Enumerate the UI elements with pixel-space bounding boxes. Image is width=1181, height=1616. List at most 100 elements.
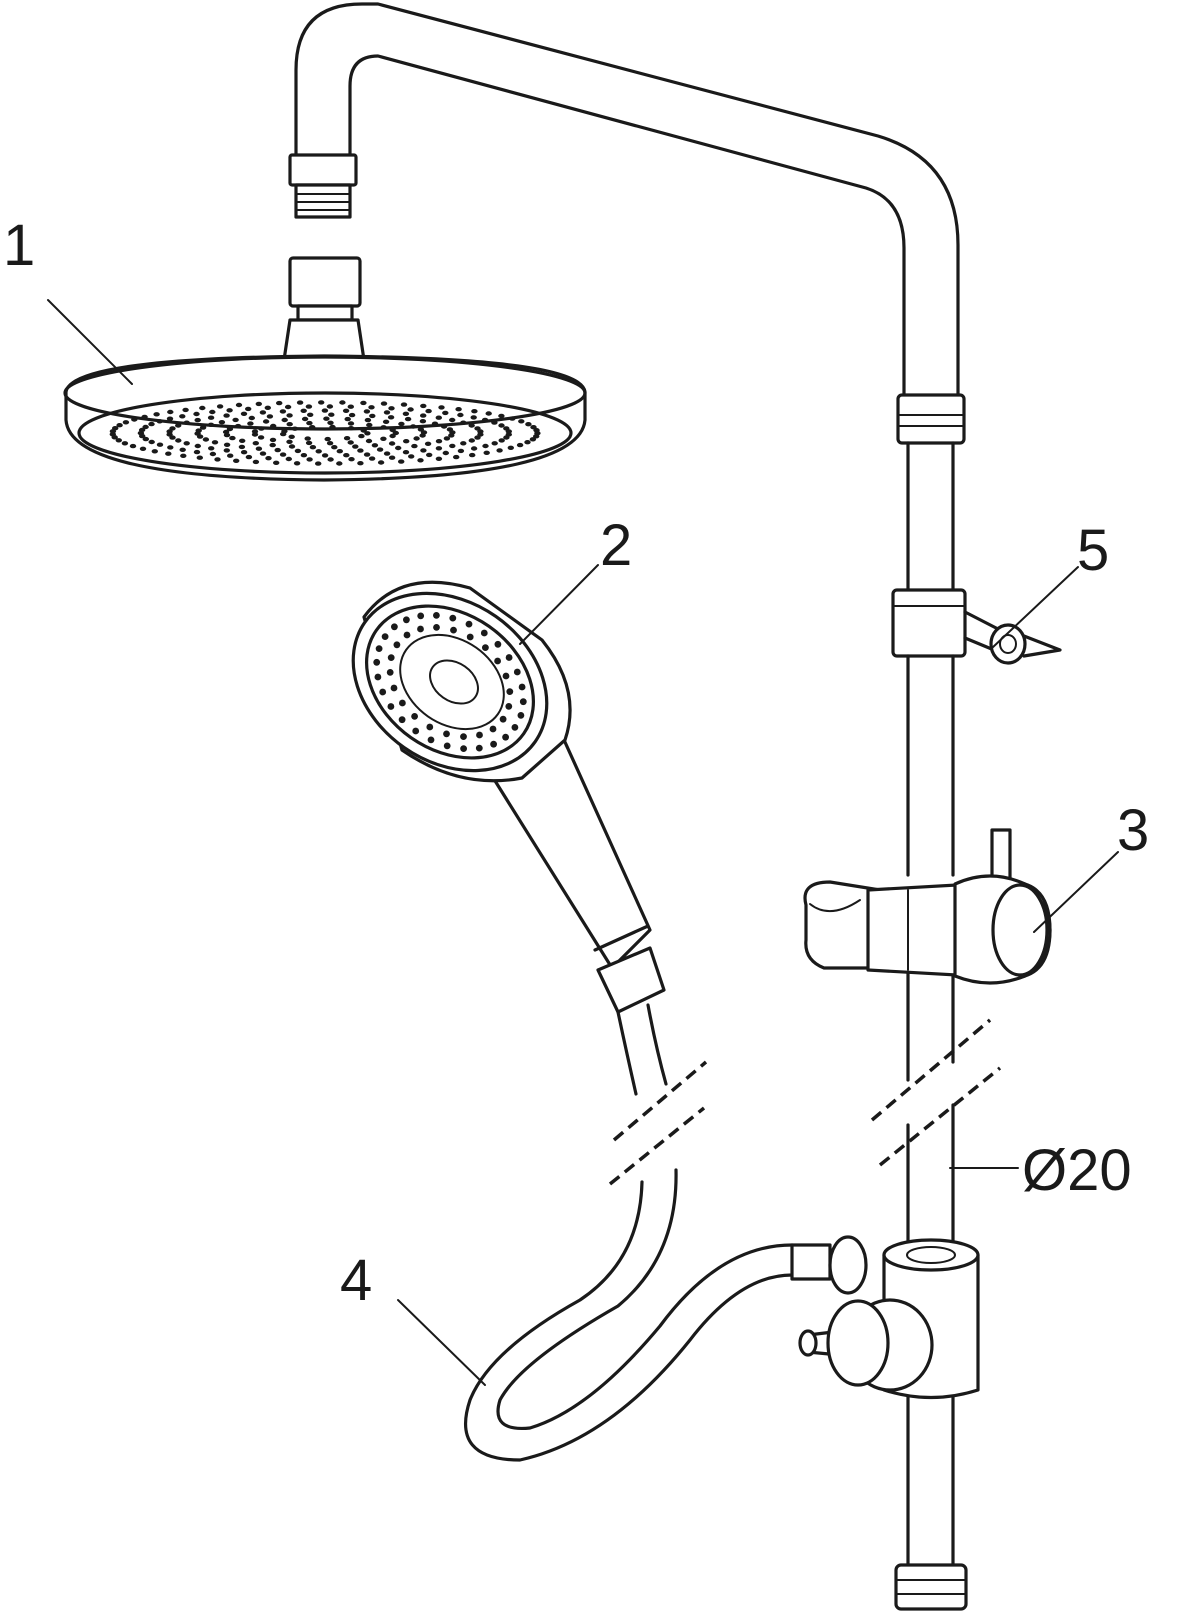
nozzle-dot — [516, 442, 524, 448]
nozzle-dot — [169, 426, 176, 431]
nozzle-dot — [209, 451, 217, 457]
nozzle-dot — [142, 424, 149, 430]
nozzle-dot — [257, 435, 265, 440]
nozzle-dot — [431, 421, 439, 426]
nozzle-dot — [285, 456, 292, 462]
nozzle-dot — [442, 450, 449, 456]
nozzle-dot — [511, 724, 519, 731]
nozzle-dot — [480, 629, 488, 637]
nozzle-dot — [199, 425, 207, 430]
nozzle-dot — [525, 422, 532, 427]
nozzle-dot — [435, 439, 443, 444]
nozzle-dot — [383, 451, 391, 456]
nozzle-dot — [358, 433, 365, 439]
nozzle-dot — [412, 727, 420, 735]
nozzle-dot — [505, 429, 512, 434]
nozzle-dot — [529, 437, 537, 442]
nozzle-dot — [234, 423, 242, 429]
nozzle-dot — [417, 458, 424, 463]
nozzle-dot — [348, 457, 355, 462]
nozzle-dot — [450, 626, 457, 634]
nozzle-dot — [273, 460, 280, 465]
nozzle-dot — [226, 426, 234, 432]
shower-hose — [464, 1003, 794, 1462]
nozzle-dot — [122, 420, 130, 425]
nozzle-dot — [344, 416, 351, 422]
nozzle-dot — [443, 742, 451, 750]
nozzle-dot — [293, 461, 301, 466]
nozzle-dot — [524, 440, 531, 445]
nozzle-dot — [379, 688, 387, 696]
nozzle-dot — [300, 408, 307, 413]
nozzle-dot — [433, 612, 440, 619]
nozzle-dot — [449, 417, 456, 423]
nozzle-dot — [410, 424, 417, 429]
nozzle-dot — [460, 441, 467, 446]
hand-spray-nozzles — [373, 612, 527, 752]
callout-4: 4 — [340, 1248, 372, 1313]
nozzle-dot — [116, 423, 123, 428]
nozzle-dot — [519, 698, 527, 706]
nozzle-dot — [387, 654, 395, 661]
nozzle-dot — [240, 411, 248, 416]
nozzle-dot — [156, 419, 163, 424]
diverter-valve — [790, 1235, 980, 1400]
hand-shower-holder — [803, 828, 1052, 985]
nozzle-dot — [411, 443, 418, 449]
nozzle-dot — [262, 419, 270, 424]
nozzle-dot — [265, 456, 272, 461]
nozzle-dot — [402, 450, 410, 455]
nozzle-dot — [389, 433, 396, 439]
nozzle-dot — [369, 413, 376, 419]
nozzle-dot — [240, 450, 248, 455]
nozzle-dot — [226, 408, 233, 413]
nozzle-dot — [252, 459, 260, 465]
nozzle-dot — [460, 420, 467, 425]
nozzle-dot — [331, 445, 338, 450]
nozzle-dot — [343, 436, 351, 441]
nozzle-dot — [142, 436, 149, 442]
nozzle-dot — [435, 456, 443, 461]
shower-arm — [288, 2, 960, 397]
nozzle-dot — [300, 453, 308, 458]
nozzle-dot — [175, 438, 182, 443]
nozzle-dot — [274, 447, 281, 453]
nozzle-dot — [223, 448, 230, 453]
nozzle-dot — [352, 444, 359, 449]
nozzle-dot — [233, 458, 240, 463]
nozzle-dot — [218, 420, 226, 425]
nozzle-dot — [465, 620, 473, 628]
nozzle-dot — [269, 437, 277, 443]
nozzle-dot — [481, 417, 489, 423]
nozzle-dot — [468, 438, 475, 443]
nozzle-dot — [365, 438, 373, 444]
nozzle-dot — [208, 446, 215, 451]
nozzle-dot — [471, 409, 478, 414]
nozzle-dot — [474, 435, 481, 440]
nozzle-dot — [468, 423, 475, 428]
nozzle-dot — [363, 452, 371, 457]
nozzle-dot — [449, 443, 456, 449]
nozzle-dot — [211, 440, 219, 445]
shower-rail — [891, 393, 968, 1611]
nozzle-dot — [509, 416, 516, 421]
nozzle-dot — [193, 449, 201, 455]
nozzle-dot — [165, 451, 172, 456]
nozzle-dot — [499, 715, 507, 723]
nozzle-dot — [457, 448, 465, 454]
nozzle-dot — [364, 431, 371, 436]
nozzle-dot — [309, 445, 317, 450]
nozzle-dot — [286, 413, 293, 418]
nozzle-dot — [383, 410, 391, 415]
nozzle-dot — [305, 440, 313, 446]
nozzle-dot — [386, 669, 394, 676]
rail-break-marks — [870, 1018, 1002, 1167]
nozzle-dot — [301, 416, 309, 422]
nozzle-dot — [209, 409, 216, 415]
nozzle-dot — [426, 723, 434, 731]
nozzle-dot — [518, 683, 526, 691]
nozzle-dot — [448, 433, 455, 438]
nozzle-dot — [183, 441, 190, 446]
nozzle-dot — [251, 429, 259, 434]
nozzle-dot — [309, 425, 316, 430]
